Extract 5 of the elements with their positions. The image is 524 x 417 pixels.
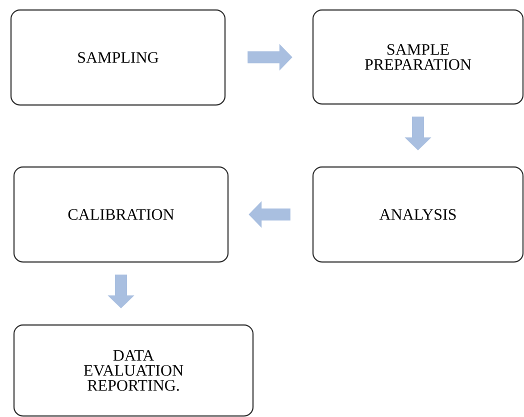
process-box: ANALYSIS bbox=[312, 166, 524, 263]
process-box: SAMPLE PREPARATION bbox=[312, 9, 524, 105]
process-box: SAMPLING bbox=[10, 9, 226, 106]
process-box: DATA EVALUATION REPORTING. bbox=[13, 324, 254, 417]
process-box: CALIBRATION bbox=[13, 166, 229, 263]
